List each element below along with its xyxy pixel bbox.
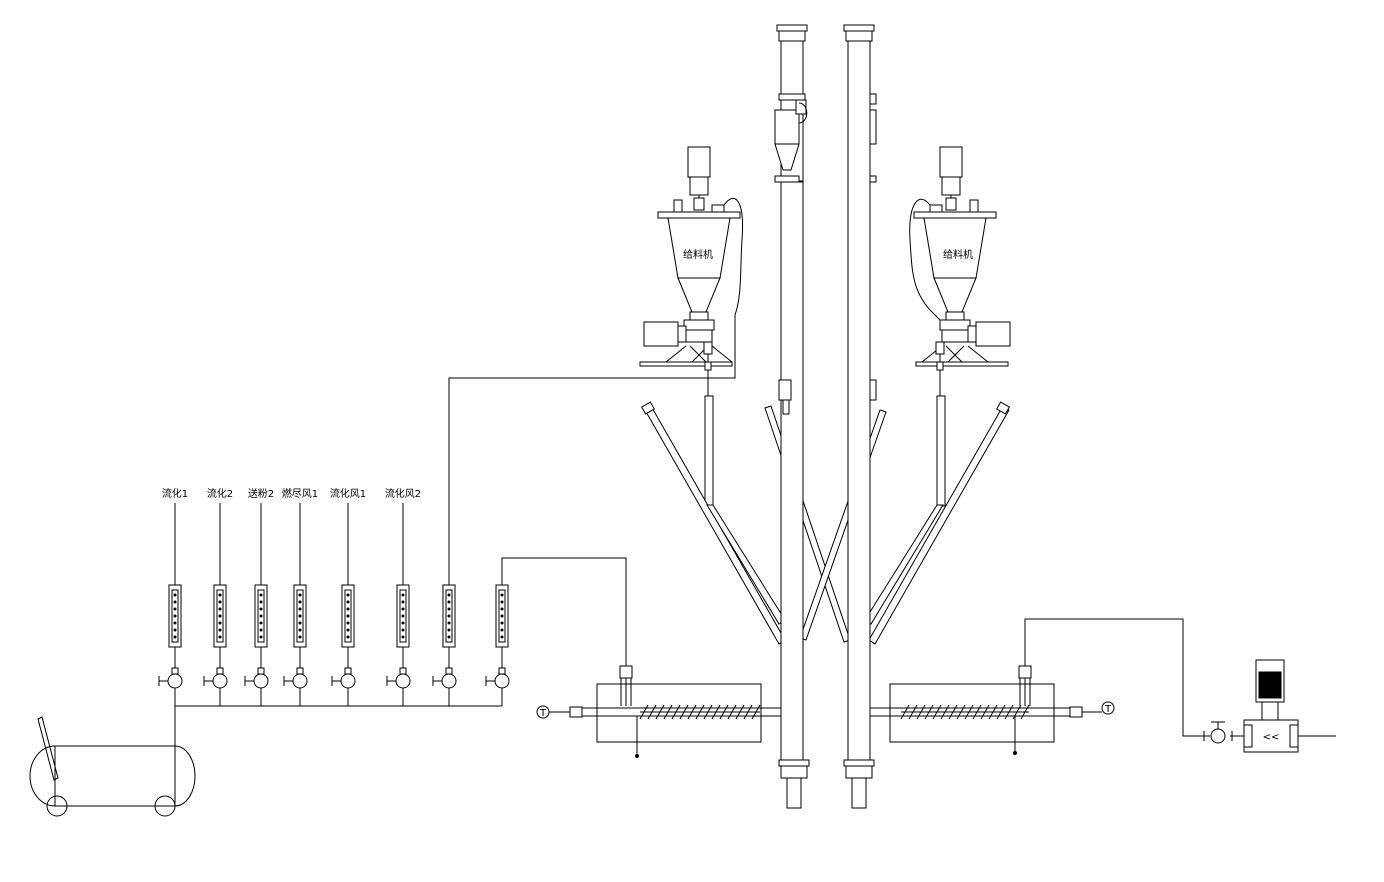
flow-valve-4[interactable] [283, 667, 308, 690]
screw-right-housing [889, 683, 1055, 743]
flowmeter-label-1: 流化1 [162, 487, 188, 500]
feed-air-lines [448, 325, 1210, 737]
flowmeter-label-3: 送粉2 [248, 487, 274, 500]
flowmeter-1 [158, 503, 183, 690]
flowmeter-8 [485, 584, 510, 690]
flowmeter-label-4: 燃尽风1 [282, 487, 318, 500]
flow-valve-2[interactable] [203, 667, 228, 690]
feed-tube-cross-right [799, 409, 887, 641]
feeder-left-hopper [667, 217, 731, 279]
flowmeter-3 [244, 503, 269, 690]
feeder-left-downpipe [704, 395, 714, 507]
feeder-left-label: 给料机 [683, 248, 713, 261]
tank-wheel-right [154, 795, 176, 817]
flow-valve-6[interactable] [386, 667, 411, 690]
flow-valve-7[interactable] [432, 667, 457, 690]
feeder-right-base [915, 361, 1009, 367]
flowmeter-6 [386, 503, 411, 690]
flowmeter-label-5: 流化风1 [330, 487, 366, 500]
feed-tube-cross-left [764, 405, 851, 643]
tank-wheel-left [46, 795, 68, 817]
flowmeter-2 [203, 503, 228, 690]
feeder-right-motor [939, 146, 963, 178]
pump-body [1243, 719, 1299, 753]
pump-flow-arrow: << [1263, 732, 1280, 743]
feeder-right: 给料机 [909, 146, 1011, 507]
flowmeter-label-6: 流化风2 [385, 487, 421, 500]
flow-valve-1[interactable] [158, 667, 183, 690]
screw-left-housing [596, 683, 762, 743]
riser-column-left [774, 24, 810, 809]
feeder-right-gear-motor [975, 321, 1011, 347]
tank-handle [37, 716, 59, 781]
feeder-left-flange [657, 211, 741, 219]
pump-assembly: << [1230, 659, 1336, 753]
riser-left-body [780, 181, 804, 761]
flowmeter-group [158, 503, 510, 690]
feeder-right-label: 给料机 [943, 248, 973, 261]
feeder-left: 给料机 [639, 146, 744, 507]
air-compressor-tank [29, 716, 196, 817]
flowmeter-5 [331, 503, 356, 690]
feeder-right-hopper [923, 217, 987, 279]
thermocouple-left [536, 705, 550, 719]
thermocouple-right [1101, 701, 1115, 715]
thermocouple-right-label: T [1104, 704, 1112, 715]
thermocouple-left-label: T [539, 708, 547, 719]
flowmeter-4 [283, 503, 308, 690]
screw-right-flights [900, 704, 1030, 720]
flow-valve-8[interactable] [485, 667, 510, 690]
diagonal-feed-tubes [640, 401, 1011, 645]
feeder-left-base [639, 361, 733, 367]
flow-valve-5[interactable] [331, 667, 356, 690]
riser-right-body [847, 40, 871, 761]
feeder-left-motor [687, 146, 711, 178]
feeder-right-downpipe [936, 395, 946, 507]
flowmeter-label-2: 流化2 [207, 487, 233, 500]
riser-column-right [843, 24, 877, 809]
pump-inlet-valve [1203, 721, 1233, 744]
flowmeter-7 [432, 584, 457, 690]
flow-valve-3[interactable] [244, 667, 269, 690]
feeder-right-flange [913, 211, 997, 219]
feeder-left-gear-motor [643, 321, 679, 347]
screw-conveyor-left: T [536, 665, 781, 758]
screw-conveyor-right: T [870, 665, 1115, 755]
left-cyclone [774, 109, 800, 145]
screw-left-flights [639, 704, 761, 720]
feed-tube-left-outer [644, 405, 786, 645]
